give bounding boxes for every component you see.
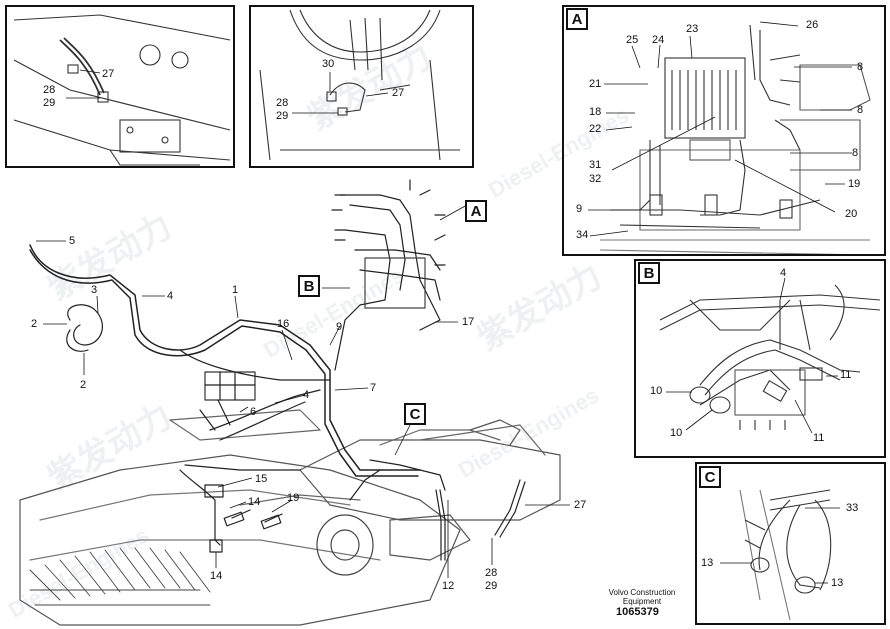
detail-inset-A (562, 5, 886, 256)
callout-3: 3 (91, 284, 98, 296)
callout-6: 6 (250, 406, 257, 418)
callout-16: 16 (277, 318, 290, 330)
callout-2: 2 (80, 379, 87, 391)
callout-24: 24 (652, 34, 665, 46)
callout-9: 9 (576, 203, 583, 215)
callout-14: 14 (248, 496, 261, 508)
callout-19: 19 (848, 178, 861, 190)
callout-10: 10 (650, 385, 663, 397)
callout-10: 10 (670, 427, 683, 439)
caption-line-2: Equipment (622, 597, 662, 606)
callout-2: 2 (31, 318, 38, 330)
document-number: 1065379 (616, 606, 659, 618)
detail-inset-C (695, 462, 886, 625)
detail-tag-A-inset: A (566, 8, 588, 30)
callout-29: 29 (276, 110, 289, 122)
callout-21: 21 (589, 78, 602, 90)
callout-20: 20 (845, 208, 858, 220)
callout-18: 18 (589, 106, 602, 118)
callout-28: 28 (276, 97, 289, 109)
callout-22: 22 (589, 123, 602, 135)
callout-32: 32 (589, 173, 602, 185)
callout-34: 34 (576, 229, 589, 241)
callout-11: 11 (840, 369, 852, 381)
callout-19: 19 (287, 492, 300, 504)
callout-27: 27 (102, 68, 115, 80)
callout-33: 33 (846, 502, 859, 514)
caption-line-1: Volvo Construction (608, 588, 676, 597)
callout-27: 27 (574, 499, 587, 511)
detail-tag-B-inset: B (638, 262, 660, 284)
detail-tag-B: B (298, 275, 320, 297)
callout-29: 29 (485, 580, 498, 592)
callout-4: 4 (780, 267, 787, 279)
callout-13: 13 (701, 557, 714, 569)
detail-tag-C: C (404, 403, 426, 425)
detail-tag-A: A (465, 200, 487, 222)
callout-5: 5 (69, 235, 76, 247)
figure-caption: Volvo Construction Equipment (600, 588, 684, 606)
callout-25: 25 (626, 34, 639, 46)
callout-27: 27 (392, 87, 405, 99)
callout-23: 23 (686, 23, 699, 35)
callout-28: 28 (485, 567, 498, 579)
callout-4: 4 (303, 389, 310, 401)
callout-9: 9 (336, 321, 343, 333)
detail-inset-2 (249, 5, 474, 168)
detail-tag-C-inset: C (699, 466, 721, 488)
callout-8: 8 (857, 104, 864, 116)
callout-30: 30 (322, 58, 335, 70)
callout-12: 12 (442, 580, 455, 592)
callout-7: 7 (370, 382, 377, 394)
callout-26: 26 (806, 19, 819, 31)
callout-11: 11 (813, 432, 825, 444)
callout-29: 29 (43, 97, 56, 109)
callout-14: 14 (210, 570, 223, 582)
callout-15: 15 (255, 473, 268, 485)
callout-1: 1 (232, 284, 239, 296)
callout-31: 31 (589, 159, 602, 171)
callout-13: 13 (831, 577, 844, 589)
detail-inset-B (634, 259, 886, 458)
callout-4: 4 (167, 290, 174, 302)
callout-8: 8 (857, 61, 864, 73)
detail-inset-1 (5, 5, 235, 168)
callout-8: 8 (852, 147, 859, 159)
callout-17: 17 (462, 316, 475, 328)
callout-28: 28 (43, 84, 56, 96)
